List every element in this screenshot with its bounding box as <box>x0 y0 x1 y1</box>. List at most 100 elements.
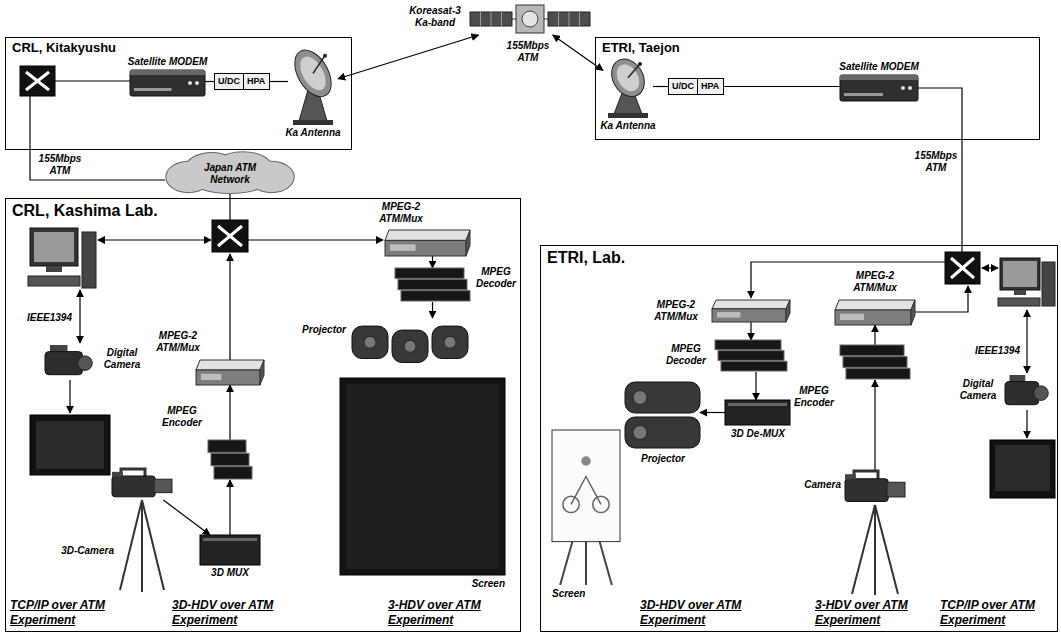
personal-computer <box>998 258 1055 306</box>
projector-part <box>364 336 376 348</box>
atm-mux-part <box>717 312 740 318</box>
projection-screen-part <box>581 456 591 466</box>
experiment-caption: 3D-HDV over ATM Experiment <box>172 598 290 628</box>
digital-camera-art <box>1005 375 1050 408</box>
mpeg-codec-part <box>208 440 246 452</box>
experiment-caption: TCP/IP over ATM Experiment <box>10 598 128 628</box>
link-rate-label: 155Mbps ATM <box>503 40 553 63</box>
ka-antenna-art <box>288 48 338 125</box>
atm-mux-part <box>786 300 790 322</box>
atm-mux-part <box>466 230 470 256</box>
satellite-modem-part <box>130 70 205 75</box>
ka-antenna-part <box>293 120 333 125</box>
mpeg-codec-part <box>214 467 252 479</box>
device-label: Digital Camera <box>99 347 145 370</box>
mpeg-codec: MPEG Encoder <box>840 345 910 380</box>
projector-part <box>352 326 388 358</box>
hdv-camera: 3D-Camera <box>112 468 172 500</box>
atm-mux-part <box>835 310 911 325</box>
satellite-modem-part <box>840 75 918 101</box>
atm-mux-art <box>712 300 790 322</box>
site-heading: CRL, Kitakyushu <box>12 40 116 56</box>
satellite-part <box>544 19 548 20</box>
mpeg-codec: MPEG Encoder <box>208 440 252 480</box>
ka-antenna-art <box>603 58 653 118</box>
digital-camera-art <box>45 345 95 378</box>
interface-label: IEEE1394 <box>962 345 1020 357</box>
link-line <box>874 325 875 345</box>
link-line <box>432 256 433 268</box>
device-label: MPEG Encoder <box>790 385 838 408</box>
satellite-part <box>480 12 481 26</box>
atm-mux-part <box>201 374 221 380</box>
link-line <box>700 412 725 413</box>
switch-symbol <box>26 72 49 90</box>
tv-frame <box>990 440 1055 498</box>
mpeg-codec-part <box>398 279 467 289</box>
projector-part <box>625 417 700 448</box>
projector-part <box>444 336 456 348</box>
tripod-leg <box>141 500 143 592</box>
link-line <box>653 86 668 87</box>
site-box: ETRI, Lab.MPEG-2 ATM/MuxMPEG-2 ATM/MuxMP… <box>540 245 1058 632</box>
experiment-caption: 3D-HDV over ATM Experiment <box>640 598 758 628</box>
projection-screen-part <box>600 542 612 585</box>
atm-mux: MPEG-2 ATM/Mux <box>196 360 264 385</box>
atm-mux-art <box>385 230 470 256</box>
satellite-part <box>522 11 538 27</box>
hdv-camera-part <box>154 479 172 492</box>
wire-arrow <box>79 290 80 343</box>
atm-mux: MPEG-2 ATM/Mux <box>712 300 790 322</box>
device-label: MPEG-2 ATM/Mux <box>148 330 208 353</box>
hdv-camera-part <box>887 482 905 497</box>
atm-switch-body <box>20 66 55 96</box>
device-label: Ka Antenna <box>281 127 345 139</box>
projection-screen-part <box>571 477 601 505</box>
atm-switch <box>212 220 248 252</box>
mpeg-codec-part <box>401 291 470 301</box>
projection-screen: Screen <box>340 378 505 575</box>
atm-mux: MPEG-2 ATM/Mux <box>385 230 470 256</box>
wire <box>961 245 962 252</box>
atm-mux: MPEG-2 ATM/Mux <box>835 300 915 325</box>
unit-label: HPA <box>243 74 268 89</box>
link-line <box>163 500 210 535</box>
device-label: 3D De-MUX <box>722 428 794 440</box>
mux-box-part <box>203 538 257 541</box>
site-box: ETRI, TaejonKa AntennaU/DCHPASatellite M… <box>595 37 1040 140</box>
ka-antenna-part <box>287 44 338 103</box>
mpeg-codec-part <box>211 453 249 465</box>
site-box: CRL, KitakyushuSatellite MODEMU/DCHPAKa … <box>5 37 352 150</box>
projector-part <box>392 330 428 362</box>
satellite-part <box>548 12 590 26</box>
satellite-modem-art <box>130 70 205 96</box>
projection-screen-part <box>560 542 572 585</box>
interface-label: IEEE1394 <box>12 312 72 324</box>
ka-antenna-part <box>638 62 642 66</box>
keyboard <box>998 298 1040 306</box>
projector-part <box>432 326 468 358</box>
mux-box: 3D MUX <box>200 535 260 565</box>
monitor-stand <box>1014 290 1026 295</box>
projector-art <box>350 318 470 372</box>
satellite-modem: Satellite MODEM <box>840 75 918 101</box>
digital-camera-part <box>45 352 83 375</box>
keyboard <box>28 276 80 286</box>
switch-symbol <box>951 258 974 278</box>
mpeg-codec-part <box>715 340 781 350</box>
ka-antenna: Ka Antenna <box>288 48 338 125</box>
satellite-art <box>470 3 590 35</box>
atm-mux-part <box>385 240 466 256</box>
link-line <box>750 322 751 340</box>
satellite-part <box>569 12 570 26</box>
mux-box-part <box>728 403 787 406</box>
wire-arrow <box>915 286 968 312</box>
monitor-screen <box>34 232 74 262</box>
link-rate-label: 155Mbps ATM <box>36 153 84 176</box>
monitor <box>1000 258 1040 290</box>
wire <box>229 198 230 220</box>
computer-tower <box>82 232 96 288</box>
device-label: Projector <box>628 453 698 465</box>
projector-part <box>625 382 700 413</box>
satellite-part <box>512 19 516 20</box>
